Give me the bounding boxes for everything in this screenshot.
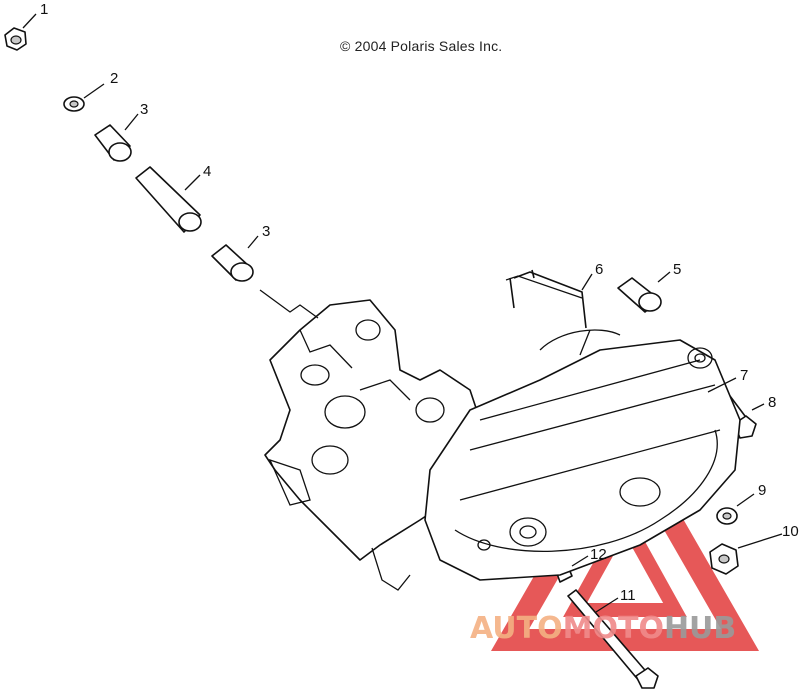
callout-2: 2 (110, 70, 118, 87)
part-9-washer (716, 507, 738, 525)
leader-lines (22, 13, 783, 613)
part-2-washer (63, 96, 85, 112)
callout-4: 4 (203, 163, 211, 180)
callout-3-lower: 3 (262, 223, 270, 240)
part-1-nut (4, 27, 27, 51)
callout-9: 9 (758, 482, 766, 499)
callout-1: 1 (40, 1, 48, 18)
part-10-nut (709, 543, 739, 575)
part-11-long-bolt (567, 589, 659, 689)
watermark-auto: AUTO (470, 611, 563, 646)
copyright-text: © 2004 Polaris Sales Inc. (340, 38, 503, 54)
part-5-spacer (617, 277, 662, 313)
callout-10: 10 (782, 523, 799, 540)
callout-5: 5 (673, 261, 681, 278)
callout-8: 8 (768, 394, 776, 411)
callout-3-upper: 3 (140, 101, 148, 118)
part-6-bracket (505, 269, 587, 329)
watermark-hub: HUB (664, 611, 736, 646)
callout-12: 12 (590, 546, 607, 563)
part-3-spacer-upper (94, 124, 132, 162)
callout-7: 7 (740, 367, 748, 384)
watermark-wordmark: AUTOMOTOHUB (470, 611, 736, 646)
callout-11: 11 (620, 587, 636, 604)
watermark-moto: MOTO (563, 611, 664, 646)
callout-labels: 1 2 3 4 3 6 5 7 8 9 10 12 11 (40, 1, 799, 604)
part-3-spacer-lower (211, 244, 254, 282)
part-4-sleeve (135, 166, 202, 233)
engine-assembly (264, 299, 741, 591)
svg-text:AUTOMOTOHUB: AUTOMOTOHUB (470, 611, 736, 646)
callout-6: 6 (595, 261, 603, 278)
